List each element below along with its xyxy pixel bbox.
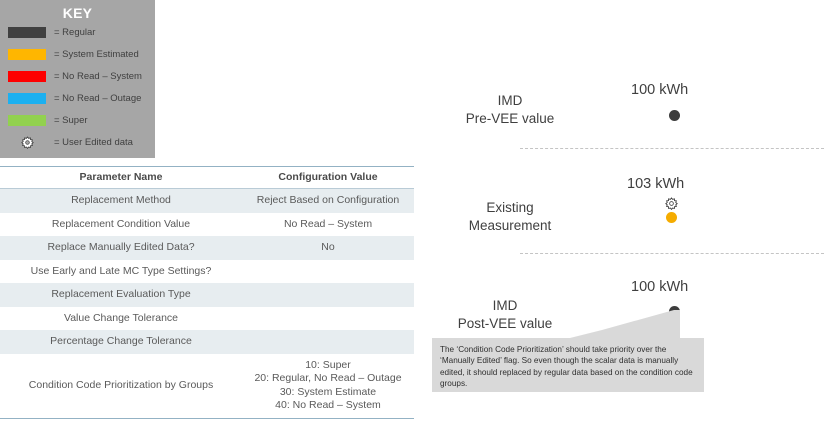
cell-parameter-name: Condition Code Prioritization by Groups (0, 353, 242, 419)
table-row: Replacement Evaluation Type (0, 283, 414, 307)
callout-pointer (570, 310, 680, 342)
cell-parameter-name: Use Early and Late MC Type Settings? (0, 259, 242, 283)
color-swatch-icon (0, 27, 54, 38)
key-item-label: = User Edited data (54, 137, 133, 148)
callout-note-text: The ‘Condition Code Prioritization’ shou… (440, 345, 693, 389)
cell-configuration-value: No (242, 236, 414, 260)
callout-note: The ‘Condition Code Prioritization’ shou… (432, 338, 704, 392)
table-row: Use Early and Late MC Type Settings? (0, 259, 414, 283)
cell-configuration-value (242, 306, 414, 330)
key-item-label: = No Read – Outage (54, 93, 142, 104)
color-swatch-icon (0, 71, 54, 82)
divider-line-2 (520, 253, 824, 254)
data-point-existing-measurement (666, 212, 677, 223)
cell-configuration-value: Reject Based on Configuration (242, 188, 414, 213)
band-label-existing-measurement: Existing Measurement (468, 200, 552, 233)
key-item-label: = System Estimated (54, 49, 139, 60)
value-label-post-vee: 100 kWh (631, 279, 689, 295)
table-row: Condition Code Prioritization by Groups … (0, 353, 414, 419)
key-item-system-estimated: = System Estimated (0, 44, 155, 65)
key-item-label: = No Read – System (54, 71, 142, 82)
data-point-pre-vee (669, 110, 680, 121)
gear-icon (0, 136, 54, 149)
cell-configuration-value: No Read – System (242, 212, 414, 236)
value-label-existing-measurement: 103 kWh (627, 176, 685, 192)
cell-configuration-value (242, 330, 414, 354)
cell-parameter-name: Replacement Method (0, 188, 242, 213)
cell-configuration-value: 10: Super 20: Regular, No Read – Outage … (242, 353, 414, 419)
cell-parameter-name: Replace Manually Edited Data? (0, 236, 242, 260)
divider-line-1 (520, 148, 824, 149)
column-header-parameter-name: Parameter Name (0, 166, 242, 189)
band-label-post-vee: IMD Post-VEE value (457, 298, 553, 331)
cell-parameter-name: Percentage Change Tolerance (0, 330, 242, 354)
key-item-no-read-outage: = No Read – Outage (0, 88, 155, 109)
gear-icon (665, 197, 678, 215)
key-legend-panel: KEY = Regular = System Estimated = No Re… (0, 0, 155, 158)
table-row: Replace Manually Edited Data? No (0, 236, 414, 260)
cell-parameter-name: Replacement Condition Value (0, 212, 242, 236)
color-swatch-icon (0, 49, 54, 60)
color-swatch-icon (0, 93, 54, 104)
band-label-pre-vee: IMD Pre-VEE value (465, 93, 555, 126)
key-item-label: = Super (54, 115, 88, 126)
cell-parameter-name: Value Change Tolerance (0, 306, 242, 330)
cell-parameter-name: Replacement Evaluation Type (0, 283, 242, 307)
column-header-configuration-value: Configuration Value (242, 166, 414, 189)
key-item-label: = Regular (54, 27, 96, 38)
cell-configuration-value (242, 259, 414, 283)
table-row: Replacement Method Reject Based on Confi… (0, 188, 414, 213)
table-row: Value Change Tolerance (0, 306, 414, 330)
table-row: Replacement Condition Value No Read – Sy… (0, 212, 414, 236)
value-label-pre-vee: 100 kWh (631, 82, 689, 98)
key-item-regular: = Regular (0, 22, 155, 43)
configuration-parameters-table: Parameter Name Configuration Value Repla… (0, 166, 414, 419)
color-swatch-icon (0, 115, 54, 126)
key-item-super: = Super (0, 110, 155, 131)
data-point-post-vee (669, 306, 680, 317)
vee-flow-diagram: IMD Pre-VEE value 100 kWh Existing Measu… (420, 0, 824, 423)
table-row: Percentage Change Tolerance (0, 330, 414, 354)
cell-configuration-value (242, 283, 414, 307)
table-header-row: Parameter Name Configuration Value (0, 166, 414, 189)
key-title: KEY (62, 5, 93, 21)
key-item-user-edited: = User Edited data (0, 132, 155, 153)
key-item-no-read-system: = No Read – System (0, 66, 155, 87)
